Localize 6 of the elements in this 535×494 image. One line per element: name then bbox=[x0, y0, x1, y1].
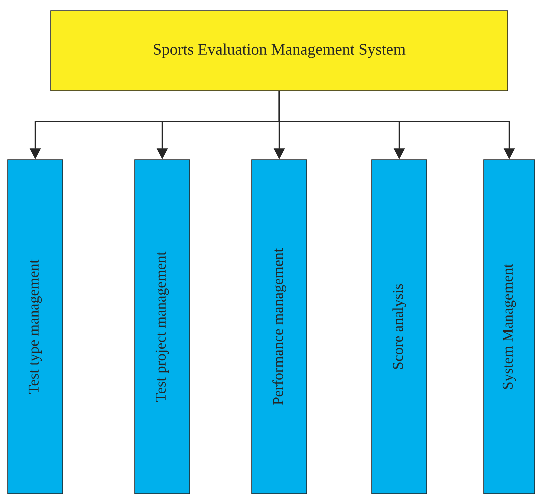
module-box: Test project management bbox=[134, 160, 190, 494]
module-box: System Management bbox=[484, 160, 535, 494]
module-box: Performance management bbox=[252, 160, 308, 494]
title-box: Sports Evaluation Management System bbox=[50, 10, 508, 92]
module-box: Test type management bbox=[8, 160, 64, 494]
module-box: Score analysis bbox=[372, 160, 428, 494]
